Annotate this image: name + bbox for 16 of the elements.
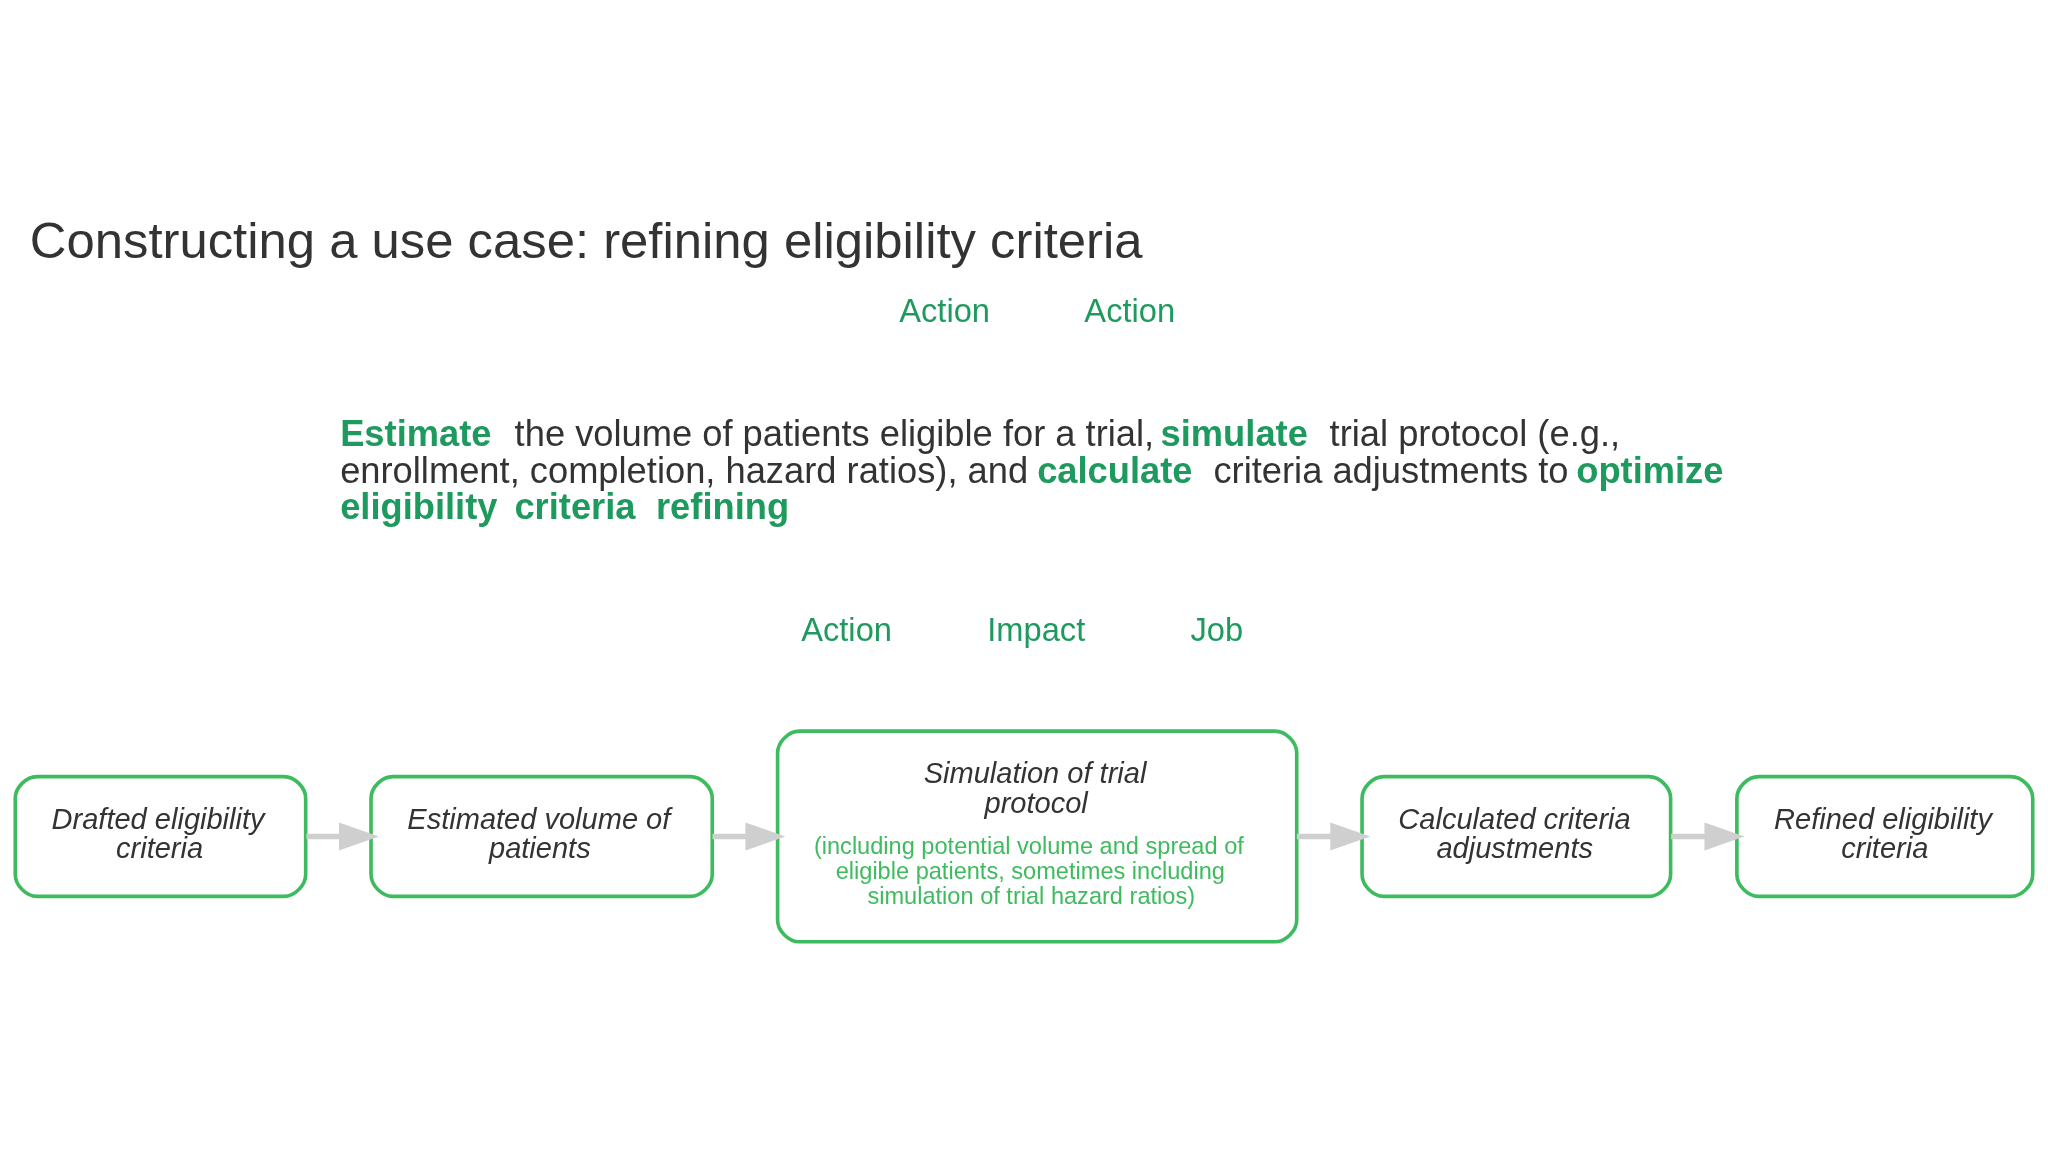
arrow (1671, 822, 1745, 851)
node-box: Drafted eligibility criteria (13, 774, 308, 899)
arrow (712, 822, 786, 851)
label: Action (801, 611, 892, 649)
node-box: Refined eligibility criteria (1735, 774, 2035, 899)
node-box: Estimated volume of patients (369, 774, 715, 899)
label: Impact (987, 611, 1086, 649)
arrow (306, 822, 379, 851)
label: Action (1084, 291, 1176, 329)
arrow (1296, 822, 1371, 851)
node-box: Simulation of trial protocol (including potential volume and spread of eligible patients, sometimes including simulation of trial hazard ratios) (775, 729, 1299, 944)
diagram-title: Constructing a use case: refining eligibility criteria (29, 212, 1143, 270)
label: Job (1190, 611, 1244, 649)
label: Estimate the volume of patients eligible for a trial, simulate trial protocol (e.g., enrollment, completion, hazard ratios), and calculate criteria adjustments to optimize eligibility criteria refining (340, 413, 1724, 527)
label: Action (899, 291, 990, 329)
node-box: Calculated criteria adjustments (1360, 774, 1673, 899)
